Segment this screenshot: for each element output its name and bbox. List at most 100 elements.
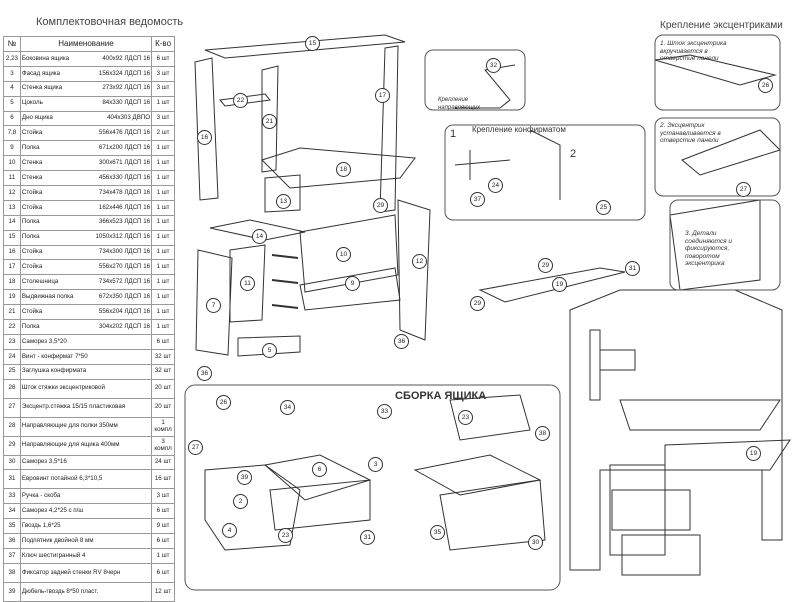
spec-dim: 672x350 ЛДСП 16	[98, 292, 151, 300]
spec-name: Направляющие для ящика 400мм	[19, 435, 153, 456]
eccentric-step-3: 3. Детали соединяются и фиксируются, пов…	[685, 230, 733, 267]
callout-26b: 26	[216, 395, 231, 410]
callout-6: 6	[312, 462, 327, 477]
eccentric-step-2: 2. Эксцентрик устанавливается в отверсти…	[660, 122, 721, 144]
spec-name-text: Боковина ящика	[21, 54, 70, 62]
callout-29a: 29	[373, 198, 388, 213]
spec-name-text: Полка	[21, 322, 40, 330]
spec-qty: 16 шт	[151, 469, 175, 490]
spec-dim: 404x303 ДВПО	[107, 114, 151, 122]
callout-7: 7	[206, 298, 221, 313]
spec-name-text: Направляющие для ящика 400мм	[21, 441, 120, 449]
col-name: Наименование	[19, 36, 153, 52]
spec-title: Комплектовочная ведомость	[36, 16, 184, 28]
spec-dim: 734x300 ЛДСП 16	[98, 248, 151, 256]
spec-name-text: Полка	[21, 218, 40, 226]
spec-name-text: Подпятник двойной 8 мм	[21, 536, 94, 544]
callout-36a: 36	[197, 366, 212, 381]
spec-name-text: Стойка	[21, 188, 43, 196]
spec-dim: 734x572 ЛДСП 16	[98, 278, 151, 286]
spec-name-text: Стойка	[21, 203, 43, 211]
callout-25: 25	[596, 200, 611, 215]
spec-name-text: Евровинт потайной 6,3*10,5	[21, 475, 103, 483]
spec-name-text: Саморез 3,5*20	[21, 337, 67, 345]
callout-22: 22	[233, 93, 248, 108]
guide-label: Крепление направляющих	[438, 97, 481, 111]
callout-14: 14	[252, 229, 267, 244]
spec-name-text: Полка	[21, 144, 40, 152]
callout-18: 18	[336, 162, 351, 177]
callout-32: 32	[486, 58, 501, 73]
callout-31a: 31	[625, 261, 640, 276]
spec-qty: 3 шт	[151, 65, 175, 82]
spec-dim: 1050x312 ЛДСП 16	[95, 233, 151, 241]
spec-name-text: Саморез 3,5*16	[21, 458, 67, 466]
callout-39: 39	[237, 470, 252, 485]
spec-name-text: Гвоздь 1,6*25	[21, 521, 61, 529]
spec-name-text: Заглушка конфирмата	[21, 367, 87, 375]
spec-qty: 3 компл	[151, 435, 175, 456]
spec-dim: 156x324 ЛДСП 16	[98, 69, 151, 77]
callout-30: 30	[528, 535, 543, 550]
spec-name-text: Стойка	[21, 129, 43, 137]
spec-name-text: Саморез 4,2*25 с п/ш	[21, 507, 84, 515]
callout-11: 11	[240, 276, 255, 291]
eccentric-step-1: 1. Шток эксцентрика вкручивается в отвер…	[660, 40, 727, 62]
confirmat-step-1: 1	[450, 128, 457, 140]
callout-23a: 23	[278, 528, 293, 543]
spec-name-text: Полка	[21, 233, 40, 241]
spec-name-text: Фасад ящика	[21, 69, 61, 77]
callout-4: 4	[222, 523, 237, 538]
callout-37: 37	[470, 192, 485, 207]
col-qty: К-во	[151, 36, 175, 52]
spec-dim: 556x270 ЛДСП 16	[98, 263, 151, 271]
callout-12: 12	[412, 254, 427, 269]
spec-qty: 1 компл	[151, 416, 175, 437]
spec-qty: 20 шт	[151, 378, 175, 399]
spec-name-text: Стойка	[21, 307, 43, 315]
callout-35: 35	[430, 525, 445, 540]
spec-name-text: Шток стяжки эксцентриковой	[21, 384, 105, 392]
spec-qty: 3 шт	[151, 110, 175, 127]
callout-38: 38	[535, 426, 550, 441]
callout-16: 16	[197, 130, 212, 145]
spec-dim: 556x204 ЛДСП 16	[98, 307, 151, 315]
spec-name-text: Дно ящика	[21, 114, 53, 122]
callout-2: 2	[233, 494, 248, 509]
spec-name-text: Ручка - скоба	[21, 492, 61, 500]
callout-29b: 29	[538, 258, 553, 273]
callout-13: 13	[276, 194, 291, 209]
callout-27a: 27	[736, 182, 751, 197]
callout-27b: 27	[188, 440, 203, 455]
spec-name-text: Винт - конфирмат 7*50	[21, 352, 88, 360]
spec-qty: 32 шт	[151, 348, 175, 365]
callout-10: 10	[336, 247, 351, 262]
spec-name-text: Фиксатор задней стенки RV 8черн	[21, 568, 121, 576]
spec-dim: 162x446 ЛДСП 16	[98, 203, 151, 211]
confirmat-step-2: 2	[570, 148, 577, 160]
spec-no: 29	[3, 435, 21, 456]
callout-9: 9	[345, 276, 360, 291]
callout-19a: 19	[552, 277, 567, 292]
callout-23b: 23	[458, 410, 473, 425]
callout-21: 21	[262, 114, 277, 129]
eccentric-title: Крепление эксцентриками	[660, 20, 783, 31]
spec-dim: 273x92 ЛДСП 16	[102, 84, 151, 92]
spec-name-text: Эксцентр.стяжка 15/15 пластиковая	[21, 403, 126, 411]
callout-19b: 19	[746, 446, 761, 461]
callout-5: 5	[262, 343, 277, 358]
